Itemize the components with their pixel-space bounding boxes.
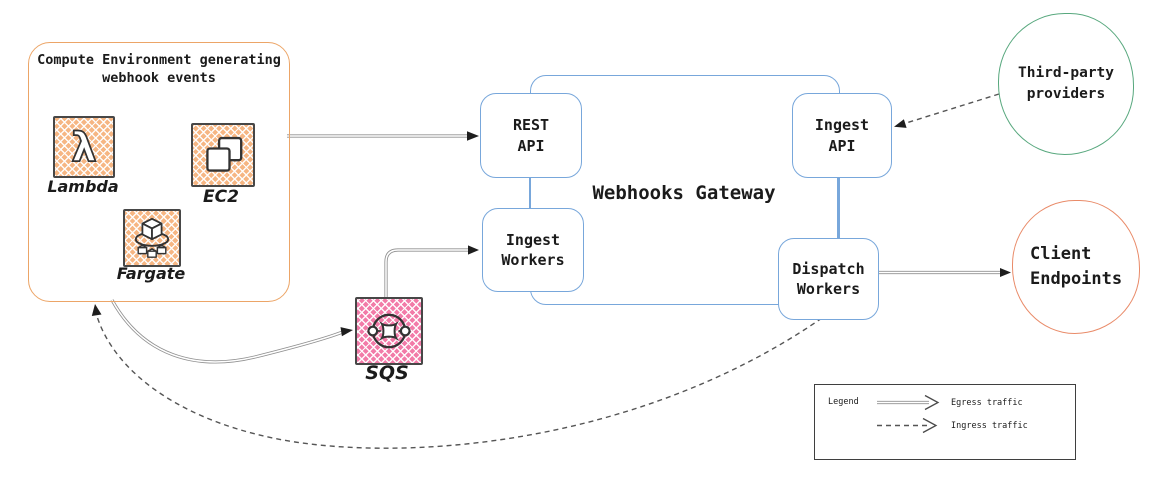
third-party-providers-circle: Third-party providers xyxy=(998,13,1134,155)
legend-egress-arrow xyxy=(877,394,940,411)
legend-ingress-arrow xyxy=(877,417,938,434)
sqs-label: SQS xyxy=(365,362,409,384)
node-ingest-workers: Ingest Workers xyxy=(482,208,584,292)
egress-arrow-sqs-to-ingest-workers xyxy=(384,245,479,297)
svg-text:λ: λ xyxy=(71,125,96,171)
lambda-label: Lambda xyxy=(47,177,119,196)
ingress-arrow-thirdparty-to-ingest-api xyxy=(894,93,1000,128)
legend-box: Legend Egress traffic Ingress traffic xyxy=(814,384,1076,460)
fargate-icon xyxy=(123,209,181,267)
legend-egress-label: Egress traffic xyxy=(951,398,1023,408)
egress-arrow-dispatch-to-client xyxy=(879,268,1011,277)
legend-arrow-samples xyxy=(877,394,940,434)
ingress-arrow-dispatch-to-compute xyxy=(91,304,823,449)
compute-environment-box: Compute Environment generating webhook e… xyxy=(28,42,290,302)
node-rest-api: REST API xyxy=(480,93,582,178)
sqs-icon xyxy=(355,297,423,365)
connector-rest-to-ingest-workers xyxy=(529,176,531,208)
connector-ingest-api-to-dispatch xyxy=(837,175,839,238)
compute-environment-title: Compute Environment generating webhook e… xyxy=(37,52,281,86)
fargate-label: Fargate xyxy=(116,264,186,283)
legend-title: Legend xyxy=(828,397,859,407)
ec2-label: EC2 xyxy=(203,187,239,207)
legend-ingress-label: Ingress traffic xyxy=(951,421,1028,431)
node-dispatch-workers: Dispatch Workers xyxy=(778,238,879,320)
egress-arrow-compute-to-rest-api xyxy=(287,131,479,141)
webhooks-gateway-title: Webhooks Gateway xyxy=(592,182,776,204)
egress-arrow-compute-to-sqs xyxy=(110,299,353,364)
client-endpoints-circle: Client Endpoints xyxy=(1012,200,1140,334)
ec2-icon xyxy=(191,123,255,187)
node-ingest-api: Ingest API xyxy=(792,93,892,178)
lambda-icon: λ xyxy=(53,116,115,178)
